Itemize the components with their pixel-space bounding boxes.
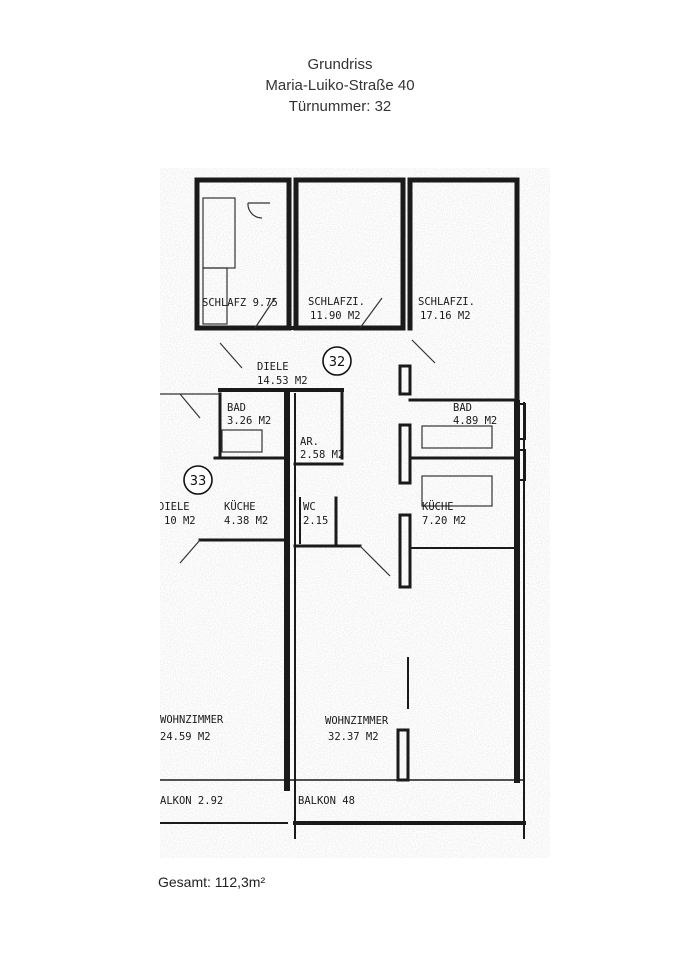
floor-plan-drawing: 32 33 SCHLAFZ 9.75 SCHLAFZI. 11.90 M2 SC…	[160, 168, 550, 858]
fixture-counter-right	[421, 475, 493, 507]
wall-pillar-right-1	[514, 403, 526, 440]
label-wc-area: 2.15	[303, 515, 328, 527]
total-area: Gesamt: 112,3m²	[158, 874, 266, 890]
label-wohn-left-area: 24.59 M2	[160, 731, 211, 743]
label-wohn-main-name: WOHNZIMMER	[325, 715, 389, 727]
label-ar-name: AR.	[300, 436, 319, 448]
wall-living-column	[396, 728, 410, 782]
plan-paper-texture	[160, 168, 550, 858]
label-wohn-main-area: 32.37 M2	[328, 731, 379, 743]
unit-marker-main: 32	[322, 346, 352, 376]
label-wc-name: WC	[303, 501, 316, 513]
plan-title: Grundriss	[307, 56, 373, 73]
fixture-bed	[202, 267, 228, 325]
label-schlafzi-mid-name: SCHLAFZI.	[308, 296, 365, 308]
wall-pillar-right-2	[514, 449, 526, 481]
label-kueche-right-name: KÜCHE	[422, 500, 454, 513]
room-labels: SCHLAFZ 9.75 SCHLAFZI. 11.90 M2 SCHLAFZI…	[160, 296, 497, 807]
wall-pillar-1	[398, 364, 412, 396]
unit-marker-neighbor: 33	[183, 465, 213, 495]
label-kueche-left-name: KÜCHE	[224, 500, 256, 513]
fixture-door-swing-7	[179, 393, 201, 419]
fixture-door-swing-5	[219, 342, 243, 369]
label-diele-area: 14.53 M2	[257, 375, 308, 387]
fixture-bath-left	[221, 429, 263, 453]
plan-address: Maria-Luiko-Straße 40	[265, 77, 415, 94]
fixture-door-swing-1	[247, 202, 263, 219]
label-diele-name: DIELE	[257, 361, 289, 373]
fixture-door-swing-6	[359, 545, 391, 577]
label-schlafzi-mid-area: 11.90 M2	[310, 310, 361, 322]
label-bad-left-name: BAD	[227, 402, 246, 414]
fixture-bath-right	[421, 425, 493, 449]
label-balkon-left: ALKON 2.92	[160, 795, 223, 807]
unit-number-main: 32	[329, 355, 346, 370]
label-bad-right-name: BAD	[453, 402, 472, 414]
label-wohn-left-name: WOHNZIMMER	[160, 714, 224, 726]
label-diele-left-name: DIELE	[160, 501, 190, 513]
unit-number-neighbor: 33	[190, 474, 207, 489]
label-bad-right-area: 4.89 M2	[453, 415, 497, 427]
fixture-door-swing-3	[359, 297, 383, 329]
floor-plan: 32 33 SCHLAFZ 9.75 SCHLAFZI. 11.90 M2 SC…	[160, 168, 550, 858]
wall-pillar-3	[398, 513, 412, 589]
label-balkon-main: BALKON 48	[298, 795, 355, 807]
fixture-stair	[179, 539, 201, 564]
wall-schlafz-small	[194, 177, 292, 331]
label-kueche-left-area: 4.38 M2	[224, 515, 268, 527]
plan-header: Grundriss Maria-Luiko-Straße 40 Türnumme…	[0, 54, 680, 117]
wall-pillar-2	[398, 423, 412, 485]
label-ar-area: 2.58 M2	[300, 449, 344, 461]
fixture-door-swing-2	[254, 297, 276, 329]
label-kueche-right-area: 7.20 M2	[422, 515, 466, 527]
label-schlafzi-right-name: SCHLAFZI.	[418, 296, 475, 308]
label-diele-left-area: 10 M2	[164, 515, 196, 527]
plan-door-number: Türnummer: 32	[288, 98, 392, 115]
wall-schlafzi-right	[407, 177, 520, 406]
label-bad-left-area: 3.26 M2	[227, 415, 271, 427]
plan-fixtures	[160, 197, 493, 577]
label-schlafz-small: SCHLAFZ 9.75	[202, 297, 278, 309]
plan-walls	[160, 177, 526, 839]
label-schlafzi-right-area: 17.16 M2	[420, 310, 471, 322]
fixture-door-swing-4	[411, 339, 436, 364]
